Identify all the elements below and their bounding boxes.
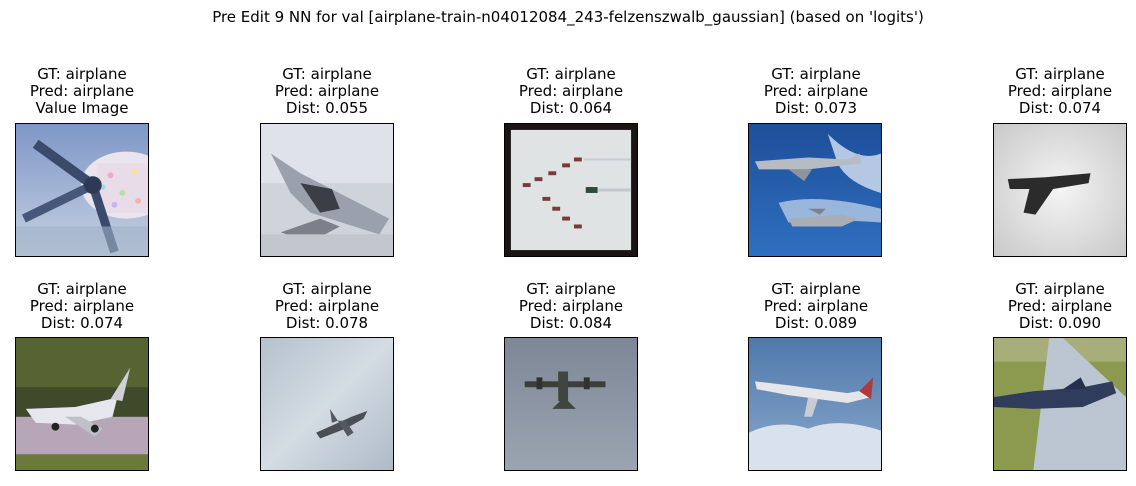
figure-title: Pre Edit 9 NN for val [airplane-train-n0…: [212, 8, 924, 26]
panel-caption: GT: airplane Pred: airplane Dist: 0.090: [980, 281, 1136, 332]
dist-label: Dist: 0.090: [1018, 314, 1102, 332]
pred-label: Pred: airplane: [518, 297, 624, 315]
panel-neighbor: GT: airplane Pred: airplane Dist: 0.089: [736, 281, 896, 332]
gt-label: GT: airplane: [282, 65, 372, 83]
gt-label: GT: airplane: [771, 280, 861, 298]
panel-neighbor: GT: airplane Pred: airplane Dist: 0.064: [491, 66, 651, 117]
value-image-label: Value Image: [35, 99, 129, 117]
panel-neighbor: GT: airplane Pred: airplane Dist: 0.078: [247, 281, 407, 332]
gt-label: GT: airplane: [37, 65, 127, 83]
panel-neighbor: GT: airplane Pred: airplane Dist: 0.090: [980, 281, 1136, 332]
pred-label: Pred: airplane: [274, 297, 380, 315]
panel-caption: GT: airplane Pred: airplane Value Image: [2, 66, 162, 117]
gt-label: GT: airplane: [526, 280, 616, 298]
thumbnail-airliner-clouds: [748, 337, 882, 471]
pred-label: Pred: airplane: [29, 82, 135, 100]
thumbnail-two-jets-blue-sky: [748, 123, 882, 257]
dist-label: Dist: 0.078: [285, 314, 369, 332]
dist-label: Dist: 0.064: [529, 99, 613, 117]
dist-label: Dist: 0.074: [1018, 99, 1102, 117]
gt-label: GT: airplane: [771, 65, 861, 83]
panel-neighbor: GT: airplane Pred: airplane Dist: 0.073: [736, 66, 896, 117]
thumbnail-dark-jet-white-bg: [993, 123, 1127, 257]
pred-label: Pred: airplane: [29, 297, 135, 315]
dist-label: Dist: 0.073: [774, 99, 858, 117]
panel-neighbor: GT: airplane Pred: airplane Dist: 0.084: [491, 281, 651, 332]
dist-label: Dist: 0.084: [529, 314, 613, 332]
gt-label: GT: airplane: [1015, 280, 1105, 298]
thumbnail-grey-jet-closeup: [260, 123, 394, 257]
panel-caption: GT: airplane Pred: airplane Dist: 0.073: [736, 66, 896, 117]
panel-caption: GT: airplane Pred: airplane Dist: 0.074: [2, 281, 162, 332]
panel-caption: GT: airplane Pred: airplane Dist: 0.084: [491, 281, 651, 332]
pred-label: Pred: airplane: [1007, 297, 1113, 315]
gt-label: GT: airplane: [526, 65, 616, 83]
dist-label: Dist: 0.055: [285, 99, 369, 117]
pred-label: Pred: airplane: [763, 82, 869, 100]
panel-caption: GT: airplane Pred: airplane Dist: 0.074: [980, 66, 1136, 117]
panel-neighbor: GT: airplane Pred: airplane Dist: 0.055: [247, 66, 407, 117]
gt-label: GT: airplane: [37, 280, 127, 298]
panel-caption: GT: airplane Pred: airplane Dist: 0.064: [491, 66, 651, 117]
dist-label: Dist: 0.074: [40, 314, 124, 332]
thumbnail-bomber-grey-sky: [504, 337, 638, 471]
pred-label: Pred: airplane: [1007, 82, 1113, 100]
gt-label: GT: airplane: [1015, 65, 1105, 83]
pred-label: Pred: airplane: [274, 82, 380, 100]
panel-caption: GT: airplane Pred: airplane Dist: 0.089: [736, 281, 896, 332]
dist-label: Dist: 0.089: [774, 314, 858, 332]
panel-neighbor: GT: airplane Pred: airplane Dist: 0.074: [980, 66, 1136, 117]
thumbnail-jet-on-ground: [15, 337, 149, 471]
panel-value-image: GT: airplane Pred: airplane Value Image: [2, 66, 162, 117]
thumbnail-jet-on-runway: [993, 337, 1127, 471]
panel-caption: GT: airplane Pred: airplane Dist: 0.055: [247, 66, 407, 117]
thumbnail-propeller: [15, 123, 149, 257]
panel-caption: GT: airplane Pred: airplane Dist: 0.078: [247, 281, 407, 332]
gt-label: GT: airplane: [282, 280, 372, 298]
pred-label: Pred: airplane: [518, 82, 624, 100]
panel-neighbor: GT: airplane Pred: airplane Dist: 0.074: [2, 281, 162, 332]
pred-label: Pred: airplane: [763, 297, 869, 315]
thumbnail-small-jet-pale-sky: [260, 337, 394, 471]
thumbnail-formation-framed: [504, 123, 638, 257]
